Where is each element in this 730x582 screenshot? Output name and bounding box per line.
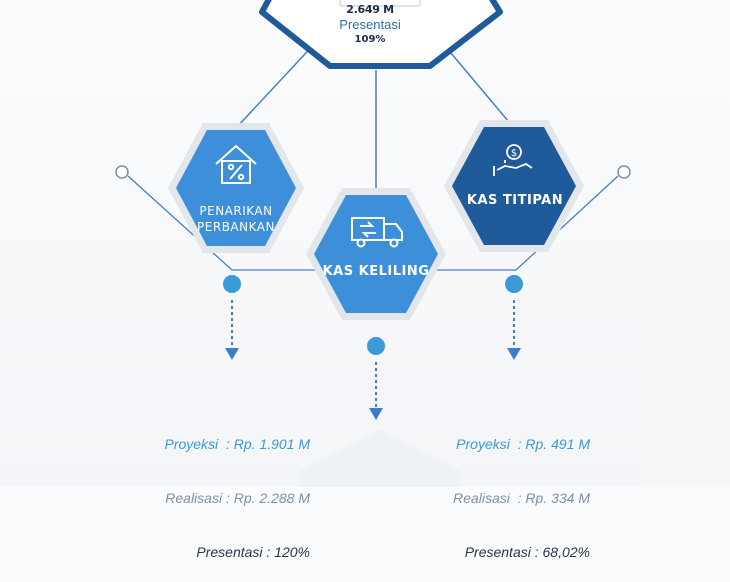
top-presentasi-label: Presentasi [339,17,401,32]
house-percent-icon [215,144,257,184]
stats-left: Proyeksi : Rp. 1.901 M Realisasi : Rp. 2… [120,404,310,582]
circuit-line [420,175,619,271]
node-label-penarikan: PENARIKAN PERBANKAN [186,203,286,235]
node-dot-left [223,275,241,293]
top-hexagon-icon [339,0,421,7]
hex-penarikan [176,130,296,246]
background-hex [640,260,730,487]
stat-realisasi: Realisasi : Rp. 2.288 M [165,490,310,506]
top-hexagon [259,0,503,69]
hand-coin-icon: $ [493,144,533,176]
arrow-head [225,348,239,360]
connector-line [439,39,515,129]
arrow-head [507,348,521,360]
connector-line [235,39,319,129]
stat-presentasi: Presentasi : 68,02% [464,544,590,560]
truck-icon [351,217,403,248]
top-value: 2.649 M [346,3,394,16]
node-label-line: PERBANKAN [197,220,275,234]
endpoint-circle [617,165,631,179]
node-label-keliling: KAS KELILING [322,264,430,279]
arrow-head [369,408,383,420]
svg-text:$: $ [511,148,517,159]
diagram-canvas: $ [115,0,730,487]
stat-presentasi: Presentasi : 120% [196,544,310,560]
node-label-line: PENARIKAN [199,204,273,218]
top-presentasi-value: 109% [354,34,386,45]
endpoint-circle [115,165,129,179]
node-label-titipan: KAS TITIPAN [466,193,564,208]
stat-proyeksi: Proyeksi : Rp. 491 M [456,436,590,452]
node-dot-center [367,337,385,355]
node-dot-right [505,275,523,293]
background-hex [300,430,460,487]
hex-keliling [314,195,438,313]
stat-realisasi: Realisasi : Rp. 334 M [453,490,590,506]
hex-titipan [452,127,576,245]
stat-proyeksi: Proyeksi : Rp. 1.901 M [164,436,310,452]
stats-right: Proyeksi : Rp. 491 M Realisasi : Rp. 334… [410,404,590,582]
